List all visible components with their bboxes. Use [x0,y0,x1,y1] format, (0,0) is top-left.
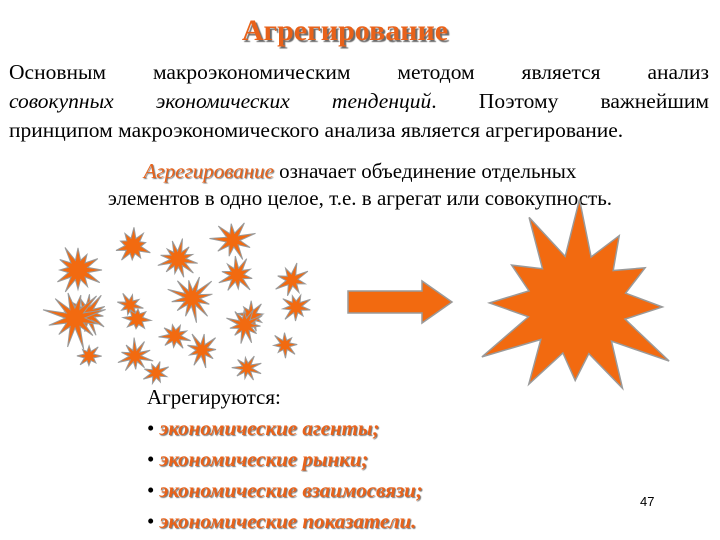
small-star-icon [231,355,262,381]
small-star-icon [209,222,256,260]
small-star-icon [157,238,198,278]
small-star-icon [142,361,170,386]
aggregated-list: Агрегируются: • экономические агенты; • … [147,382,423,537]
intro-paragraph: Основным макроэкономическим методом явля… [9,58,709,145]
list-item: • экономические взаимосвязи; [147,475,423,506]
list-item-text: экономические агенты; [159,416,380,440]
definition-block: Агрегирование означает объединение отдел… [40,158,680,212]
big-star-icon [481,199,670,391]
page-number: 47 [640,494,655,509]
intro-line-3: принципом макроэкономического анализа яв… [9,118,624,142]
list-heading: Агрегируются: [147,385,281,409]
slide-title: Агрегирование [241,14,449,47]
list-item: • экономические рынки; [147,444,423,475]
intro-italic-phrase: совокупных экономических тенденций [9,89,432,113]
bullet-icon: • [147,447,160,471]
small-star-icon [117,292,144,317]
small-stars-group [42,222,311,386]
bullet-icon: • [147,416,160,440]
small-star-icon [275,262,309,297]
bullet-icon: • [147,509,160,533]
list-item-text: экономические взаимосвязи; [159,478,423,502]
definition-text-2: элементов в одно целое, т.е. в агрегат и… [107,186,613,210]
small-star-icon [187,333,217,369]
small-star-icon [76,344,102,368]
small-star-icon [158,323,191,349]
list-item-text: экономические показатели. [159,509,417,533]
bullet-icon: • [147,478,160,502]
small-star-icon [167,276,213,323]
list-item-text: экономические рынки; [159,447,369,471]
small-star-icon [57,247,103,293]
definition-term: Агрегирование [143,159,274,183]
definition-text-1: означает объединение отдельных [273,159,577,183]
small-star-icon [280,293,311,322]
intro-line-2: совокупных экономических тенденций. Поэт… [9,87,709,116]
small-star-icon [117,337,154,371]
list-item: • экономические агенты; [147,413,423,444]
small-star-icon [218,255,253,291]
small-star-icon [42,292,106,350]
small-star-icon [226,309,263,344]
small-star-icon [115,227,151,262]
list-item: • экономические показатели. [147,506,423,537]
right-arrow-icon [347,279,454,325]
small-star-icon [121,308,154,330]
intro-line-2-rest: . Поэтому важнейшим [431,89,710,113]
small-star-icon [271,332,298,359]
intro-line-1: Основным макроэкономическим методом явля… [9,60,709,84]
